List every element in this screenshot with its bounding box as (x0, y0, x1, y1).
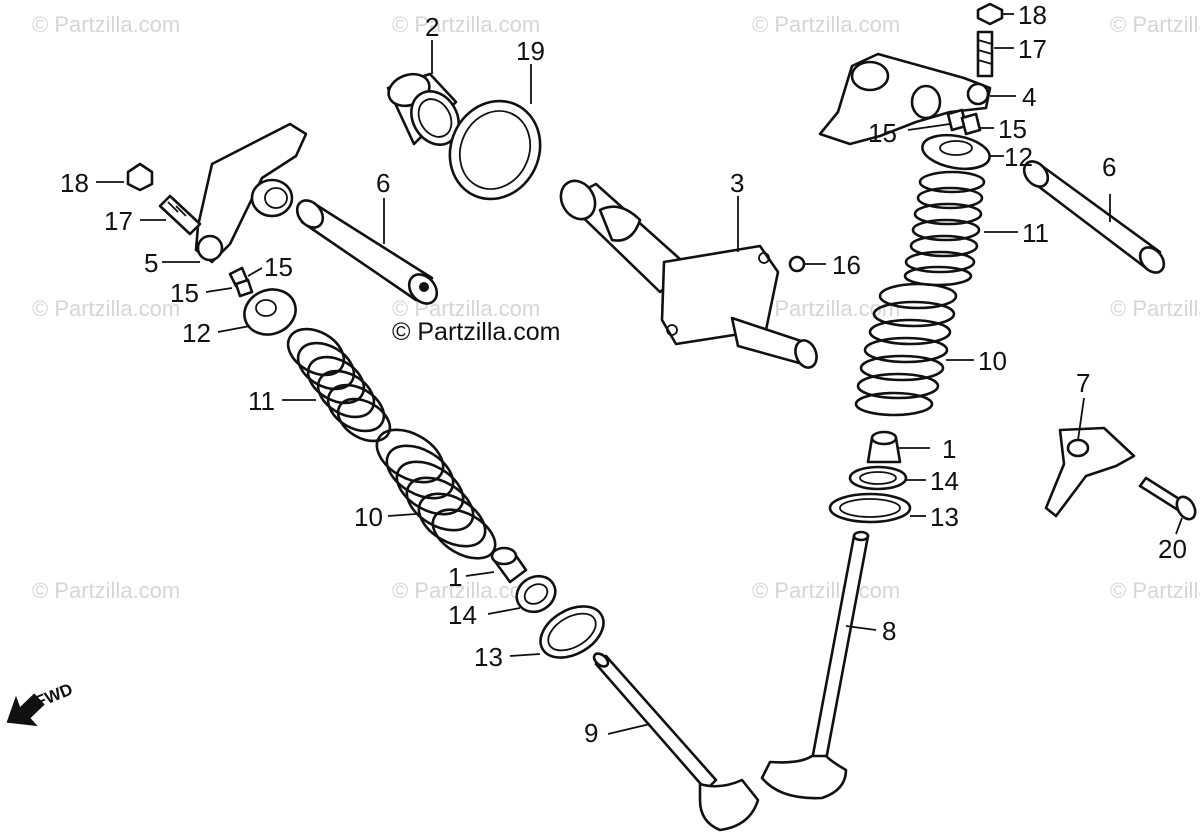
valve-left (592, 652, 760, 832)
fwd-arrow: FWD (6, 680, 75, 727)
valve-cotters-left (228, 266, 254, 298)
callout-15-right-a: 15 (868, 118, 897, 148)
adjusting-screw-left (158, 194, 202, 236)
callout-11-left: 11 (248, 386, 275, 416)
watermark: © Partzilla.com (1110, 12, 1200, 37)
callout-18-right: 18 (1018, 0, 1047, 30)
callout-6-left: 6 (376, 168, 390, 198)
fwd-label: FWD (32, 680, 75, 712)
adjusting-screw-right (976, 30, 994, 78)
spring-retainer-right (921, 133, 991, 171)
callout-17-left: 17 (104, 206, 133, 236)
rocker-plate (1044, 426, 1136, 518)
spring-seat-left (539, 605, 605, 659)
rocker-shaft-left (295, 199, 439, 305)
callout-15-left-a: 15 (264, 252, 293, 282)
rocker-shaft-right (1022, 160, 1166, 274)
callout-12-left: 12 (182, 318, 211, 348)
inner-spring-right (903, 170, 986, 287)
callout-13-right: 13 (930, 502, 959, 532)
watermark: © Partzilla.com (392, 12, 541, 37)
bushing (386, 72, 460, 146)
callout-18-left: 18 (60, 168, 89, 198)
callout-14-right: 14 (930, 466, 959, 496)
bolt (1138, 476, 1197, 521)
callout-10-right: 10 (978, 346, 1007, 376)
callout-13-left: 13 (474, 642, 503, 672)
callout-numbers: 18 17 5 15 15 12 11 10 1 14 13 9 2 19 6 … (60, 0, 1187, 748)
outer-spring-left (375, 428, 497, 560)
callout-5: 5 (144, 248, 158, 278)
callout-9: 9 (584, 718, 598, 748)
dowel-pin (788, 255, 806, 273)
callout-15-right-b: 15 (998, 114, 1027, 144)
callout-20: 20 (1158, 534, 1187, 564)
washer-left (515, 574, 557, 614)
rocker-arm-right (818, 52, 992, 146)
stem-seal-right (866, 430, 902, 464)
spring-retainer-left (243, 288, 297, 336)
spring-seat-right (828, 492, 912, 524)
washer-right (848, 465, 908, 491)
callout-17-right: 17 (1018, 34, 1047, 64)
watermark: © Partzilla.com (752, 578, 901, 603)
watermark: © Partzilla.com (32, 296, 181, 321)
watermark: © Partzilla.com (32, 578, 181, 603)
camshaft (559, 179, 818, 369)
gasket-ring (448, 99, 542, 201)
leader-lines (96, 13, 1183, 735)
callout-3: 3 (730, 168, 744, 198)
rocker-arm-left (194, 122, 308, 264)
watermark: © Partzilla.com (1110, 296, 1200, 321)
inner-spring-left (286, 327, 392, 443)
credit-text: © Partzilla.com (392, 318, 561, 346)
lock-nut-left (126, 162, 154, 192)
watermark: © Partzilla.com (752, 12, 901, 37)
callout-6-right: 6 (1102, 152, 1116, 182)
callout-1-left: 1 (448, 562, 462, 592)
lock-nut-right (976, 2, 1004, 26)
callout-12-right: 12 (1004, 142, 1033, 172)
callout-7: 7 (1076, 368, 1090, 398)
valve-right (760, 530, 870, 800)
watermark: © Partzilla.com (32, 12, 181, 37)
callout-8: 8 (882, 616, 896, 646)
callout-1-right: 1 (942, 434, 956, 464)
callout-14-left: 14 (448, 600, 477, 630)
callout-2: 2 (425, 12, 439, 42)
callout-15-left-b: 15 (170, 278, 199, 308)
callout-19: 19 (516, 36, 545, 66)
outer-spring-right (854, 282, 958, 417)
stem-seal-left (490, 546, 528, 584)
valve-cotters-right (946, 108, 982, 136)
callout-16: 16 (832, 250, 861, 280)
callout-11-right: 11 (1022, 218, 1049, 248)
callout-4: 4 (1022, 82, 1036, 112)
watermark: © Partzilla.com (1110, 578, 1200, 603)
callout-10-left: 10 (354, 502, 383, 532)
